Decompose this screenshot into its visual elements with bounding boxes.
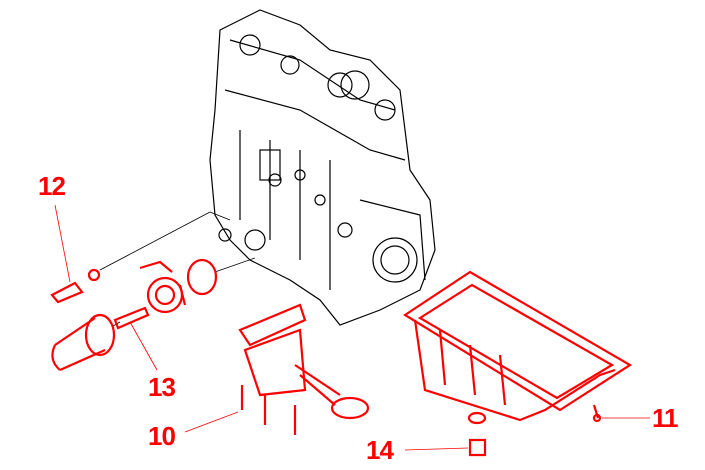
callout-11[interactable]: 11 <box>652 403 678 433</box>
oil-pan-bolt <box>592 404 602 423</box>
oil-filter <box>51 313 116 372</box>
callout-12[interactable]: 12 <box>38 171 66 201</box>
oil-pressure-sender <box>50 268 101 304</box>
callout-13[interactable]: 13 <box>148 372 176 402</box>
oil-pump <box>238 303 370 420</box>
callout-14[interactable]: 14 <box>366 435 394 465</box>
adapter-gasket <box>186 258 218 296</box>
filter-stud <box>113 306 150 330</box>
callout-10[interactable]: 10 <box>148 421 176 451</box>
oil-pan <box>402 270 633 422</box>
pump-bolts <box>240 385 297 435</box>
drain-plug <box>467 411 487 457</box>
engine-block <box>209 9 436 326</box>
assembly-lines <box>99 211 256 327</box>
oil-filter-adapter <box>139 260 187 314</box>
leader-lines <box>54 204 650 451</box>
